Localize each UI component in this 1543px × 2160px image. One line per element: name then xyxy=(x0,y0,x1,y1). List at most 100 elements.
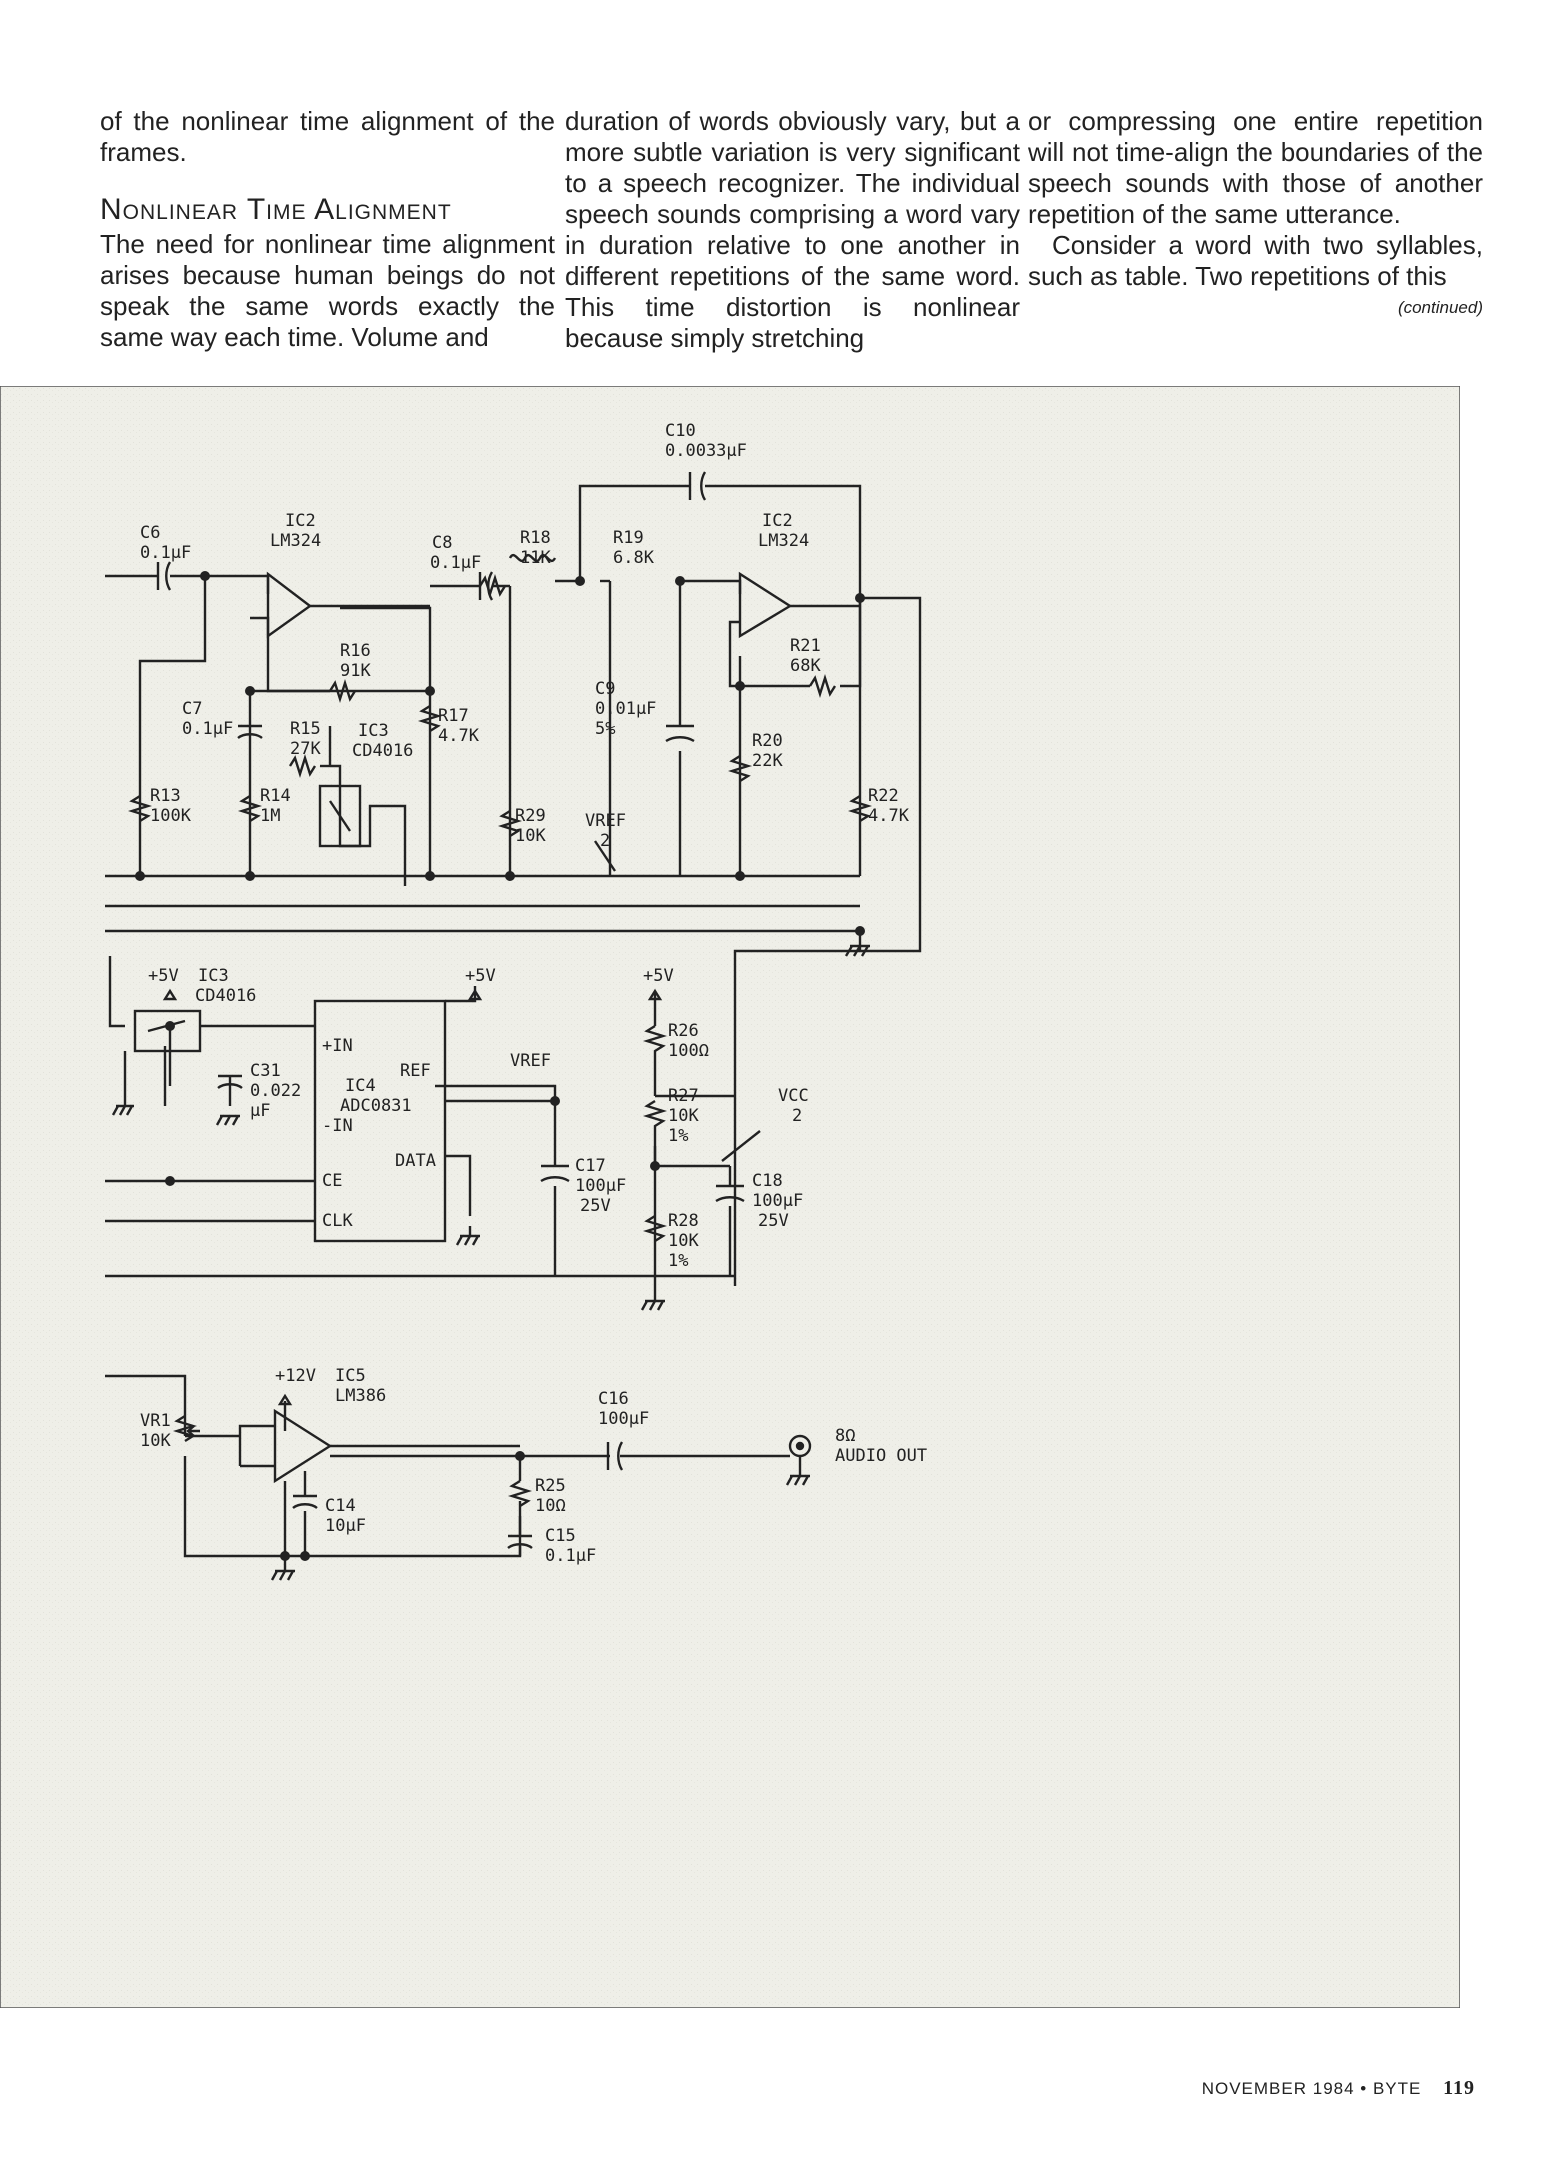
capacitor-c15 xyxy=(507,1534,533,1549)
svg-text:CE: CE xyxy=(322,1171,342,1191)
svg-text:R28: R28 xyxy=(668,1211,699,1231)
svg-text:25V: 25V xyxy=(580,1196,611,1216)
svg-text:R21: R21 xyxy=(790,636,821,656)
capacitor-c17 xyxy=(540,1164,570,1183)
svg-text:C16: C16 xyxy=(598,1389,629,1409)
wires xyxy=(105,484,922,1571)
capacitor-c10 xyxy=(688,471,707,501)
resistor-r15 xyxy=(288,753,317,779)
svg-text:C31: C31 xyxy=(250,1061,281,1081)
svg-text:C6: C6 xyxy=(140,523,160,543)
svg-text:1%: 1% xyxy=(668,1126,688,1146)
svg-text:0.1µF: 0.1µF xyxy=(182,719,233,739)
capacitor-c6 xyxy=(156,561,172,591)
resistor-r16 xyxy=(328,678,357,704)
svg-text:100K: 100K xyxy=(150,806,192,826)
svg-text:68K: 68K xyxy=(790,656,821,676)
resistor-r17 xyxy=(417,704,443,733)
section-heading: Nonlinear Time Alignment xyxy=(100,193,452,226)
paragraph: duration of words obviously vary, but a … xyxy=(565,106,1020,353)
svg-text:5%: 5% xyxy=(595,719,615,739)
text-column-1: of the nonlinear time alignment of the f… xyxy=(100,106,555,353)
adc-ic4 xyxy=(313,999,447,1243)
svg-text:+5V: +5V xyxy=(465,966,496,986)
svg-text:2: 2 xyxy=(792,1106,802,1126)
svg-text:R18: R18 xyxy=(520,528,551,548)
schematic-labels: C10 0.0033µF C6 0.1µF IC2 LM324 C8 0.1µF… xyxy=(140,421,927,1566)
svg-text:CD4016: CD4016 xyxy=(352,741,413,761)
opamp-ic2-c xyxy=(738,571,793,639)
svg-text:22K: 22K xyxy=(752,751,783,771)
svg-text:100µF: 100µF xyxy=(598,1409,649,1429)
svg-text:4.7K: 4.7K xyxy=(868,806,910,826)
svg-text:REF: REF xyxy=(400,1061,431,1081)
svg-text:AUDIO OUT: AUDIO OUT xyxy=(835,1446,927,1466)
svg-text:4.7K: 4.7K xyxy=(438,726,480,746)
resistor-r29 xyxy=(497,809,523,838)
resistor-r14 xyxy=(237,794,263,823)
resistor-r20 xyxy=(727,754,753,783)
ground-symbol xyxy=(455,1234,480,1246)
resistor-r18 xyxy=(478,573,507,599)
potentiometer-vr1 xyxy=(172,1414,198,1443)
svg-text:-IN: -IN xyxy=(322,1116,353,1136)
svg-text:R15: R15 xyxy=(290,719,321,739)
svg-text:25V: 25V xyxy=(758,1211,789,1231)
resistor-r26 xyxy=(642,1024,668,1096)
capacitor-c16 xyxy=(606,1441,624,1471)
svg-text:R17: R17 xyxy=(438,706,469,726)
svg-text:R16: R16 xyxy=(340,641,371,661)
svg-text:IC2: IC2 xyxy=(762,511,793,531)
svg-text:R14: R14 xyxy=(260,786,291,806)
switch-ic3-b xyxy=(133,1009,202,1053)
components xyxy=(111,471,873,1581)
circuit-schematic: C10 0.0033µF C6 0.1µF IC2 LM324 C8 0.1µF… xyxy=(0,386,1460,2008)
page-number: 119 xyxy=(1443,2077,1475,2099)
svg-text:IC3: IC3 xyxy=(358,721,389,741)
svg-text:10K: 10K xyxy=(515,826,546,846)
svg-text:C7: C7 xyxy=(182,699,202,719)
paragraph: The need for nonlinear time alignment ar… xyxy=(100,229,555,352)
svg-text:2: 2 xyxy=(600,831,610,851)
resistor-r13 xyxy=(127,794,153,823)
svg-text:0.1µF: 0.1µF xyxy=(545,1546,596,1566)
svg-text:IC2: IC2 xyxy=(285,511,316,531)
svg-text:10K: 10K xyxy=(140,1431,171,1451)
svg-text:IC5: IC5 xyxy=(335,1366,366,1386)
svg-text:C8: C8 xyxy=(432,533,452,553)
svg-text:100Ω: 100Ω xyxy=(668,1041,709,1061)
svg-text:LM324: LM324 xyxy=(270,531,321,551)
svg-text:27K: 27K xyxy=(290,739,321,759)
svg-text:R22: R22 xyxy=(868,786,899,806)
svg-text:0.1µF: 0.1µF xyxy=(140,543,191,563)
svg-text:10Ω: 10Ω xyxy=(535,1496,566,1516)
amplifier-ic5 xyxy=(273,1408,333,1484)
paragraph: or compressing one entire repetition wil… xyxy=(1028,106,1483,229)
svg-text:6.8K: 6.8K xyxy=(613,548,655,568)
svg-text:0.0033µF: 0.0033µF xyxy=(665,441,747,461)
svg-text:R27: R27 xyxy=(668,1086,699,1106)
svg-text:R20: R20 xyxy=(752,731,783,751)
svg-text:R26: R26 xyxy=(668,1021,699,1041)
ground-symbol xyxy=(785,1474,810,1486)
resistor-r22 xyxy=(847,794,873,823)
svg-text:C14: C14 xyxy=(325,1496,356,1516)
capacitor-c31 xyxy=(217,1074,243,1089)
svg-text:R29: R29 xyxy=(515,806,546,826)
svg-text:1%: 1% xyxy=(668,1251,688,1271)
svg-text:µF: µF xyxy=(250,1101,270,1121)
svg-text:CD4016: CD4016 xyxy=(195,986,256,1006)
resistor-r25 xyxy=(507,1479,533,1508)
svg-text:R19: R19 xyxy=(613,528,644,548)
svg-text:ADC0831: ADC0831 xyxy=(340,1096,412,1116)
svg-text:R25: R25 xyxy=(535,1476,566,1496)
svg-text:DATA: DATA xyxy=(395,1151,436,1171)
svg-text:100µF: 100µF xyxy=(752,1191,803,1211)
ground-symbol xyxy=(111,1051,134,1116)
page-footer: NOVEMBER 1984 • BYTE 119 xyxy=(1202,2077,1475,2100)
text-column-3: or compressing one entire repetition wil… xyxy=(1028,106,1483,323)
svg-text:100µF: 100µF xyxy=(575,1176,626,1196)
svg-text:R13: R13 xyxy=(150,786,181,806)
svg-text:+5V: +5V xyxy=(643,966,674,986)
capacitor-c14 xyxy=(292,1494,318,1509)
